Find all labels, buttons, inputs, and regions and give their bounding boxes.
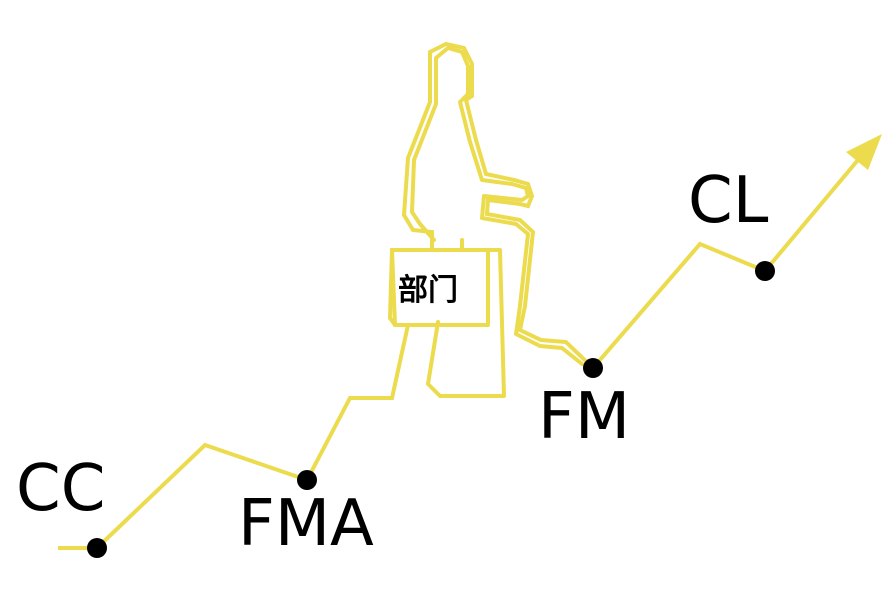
walking-person-outline-icon (390, 46, 584, 398)
milestone-dot-cc (87, 538, 107, 558)
stage-label-fm: FM (538, 380, 630, 454)
milestone-dot-fma (297, 470, 317, 490)
milestone-dot-cl (755, 261, 775, 281)
stage-label-fma: FMA (238, 487, 374, 561)
stage-label-cl: CL (688, 164, 769, 238)
stage-label-cc: CC (16, 452, 105, 526)
milestone-dot-fm (583, 358, 603, 378)
department-label: 部门 (398, 273, 458, 308)
arrow-head-icon (846, 134, 882, 170)
